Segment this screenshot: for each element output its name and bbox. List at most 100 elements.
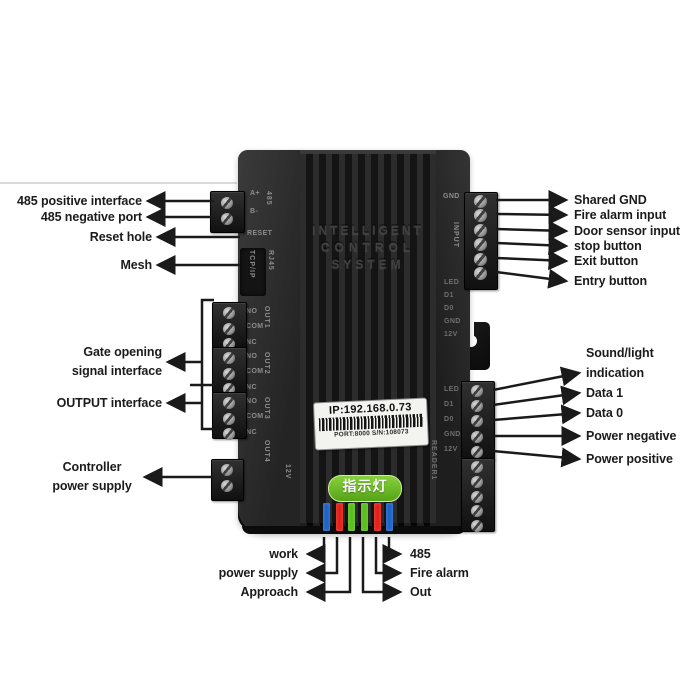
terminal-screw: [471, 430, 483, 443]
terminal-screw: [474, 223, 487, 237]
terminal-out1: [212, 302, 247, 350]
terminal-screw: [474, 238, 487, 252]
port-label-gnd: GND: [443, 193, 460, 200]
device-left-panel: [238, 150, 300, 534]
terminal-screw: [223, 397, 235, 409]
callout-data0: Data 0: [586, 406, 623, 420]
led-bar-fire: [373, 503, 381, 531]
emboss-title: INTELLIGENT CONTROL SYSTEM: [300, 222, 436, 273]
indicator-badge: 指示灯: [328, 475, 402, 502]
background-seam-line: [0, 182, 237, 184]
line-led-power-supply: [305, 537, 339, 583]
port-label-out2: OUT2: [263, 352, 270, 375]
callout-entry-button: Entry button: [574, 274, 648, 288]
port-label-rj45: RJ45: [267, 250, 274, 271]
terminal-screw: [221, 197, 233, 209]
terminal-screw: [471, 400, 483, 413]
reader-pin-12v: 12V: [444, 331, 458, 338]
line-led-485: [382, 537, 403, 564]
callout-power-negative: Power negative: [586, 429, 677, 443]
terminal-power: [211, 459, 244, 501]
line-fire-alarm-input: [495, 204, 569, 225]
callout-reset-hole: Reset hole: [89, 230, 152, 244]
relay-label-no: NO: [246, 353, 258, 360]
keyhole-slot: [468, 322, 474, 337]
callout-stop-button: stop button: [574, 239, 642, 253]
line-power-positive: [492, 447, 582, 468]
terminal-screw: [223, 352, 235, 364]
line-data1: [492, 385, 582, 407]
led-bar-485: [386, 503, 393, 531]
callout-data1: Data 1: [586, 386, 623, 400]
line-entry-button: [495, 268, 569, 289]
port-label-out3: OUT3: [263, 397, 270, 420]
callout-output-interface: OUTPUT interface: [56, 396, 162, 410]
reader-pin-d1: D1: [444, 401, 454, 408]
port-label-tcpip: TCP/IP: [248, 250, 255, 279]
terminal-screw: [474, 267, 487, 280]
port-label-reader1: READER1: [430, 440, 437, 481]
terminal-screw: [221, 464, 233, 476]
terminal-screw: [223, 307, 235, 319]
callout-approach: Approach: [240, 585, 298, 599]
callout-485: 485: [410, 547, 431, 561]
reader-pin-led: LED: [444, 386, 460, 393]
led-bar-out: [361, 503, 368, 531]
led-bar-approach: [348, 503, 355, 531]
terminal-485: [210, 191, 245, 233]
port-label-out1: OUT1: [263, 306, 270, 329]
port-label-485: 485: [265, 191, 272, 206]
terminal-screw: [223, 367, 235, 380]
line-led-fire-alarm: [374, 537, 403, 583]
reader-pin-12v: 12V: [444, 446, 458, 453]
callout-485-positive: 485 positive interface: [17, 194, 142, 208]
callout-mesh: Mesh: [120, 258, 152, 272]
reader-pin-gnd: GND: [444, 318, 461, 325]
port-label-12v: 12V: [284, 464, 291, 480]
line-led-approach: [305, 537, 352, 602]
reader-pin-gnd: GND: [444, 431, 461, 438]
callout-485-negative: 485 negative port: [40, 210, 142, 224]
callout-sound-light: Sound/light: [586, 346, 654, 360]
reader-pin-d0: D0: [444, 305, 454, 312]
terminal-screw: [471, 445, 483, 458]
line-data0: [492, 404, 582, 425]
line-exit-button: [495, 250, 569, 271]
relay-label-com: COM: [246, 323, 264, 330]
port-label-a-plus: A+: [250, 190, 260, 197]
callout-exit-button: Exit button: [574, 254, 639, 268]
relay-label-nc: NC: [246, 339, 257, 346]
terminal-screw: [223, 428, 235, 440]
terminal-screw: [471, 475, 483, 488]
relay-label-no: NO: [246, 398, 258, 405]
terminal-screw: [474, 252, 487, 266]
terminal-screw: [474, 195, 487, 208]
line-led-work: [305, 537, 326, 564]
line-sound-light: [492, 366, 582, 392]
bracket-left: [200, 298, 214, 431]
callout-gate-opening-line1: Gate opening: [83, 345, 162, 359]
terminal-screw: [471, 490, 483, 503]
led-bar-power: [335, 503, 343, 531]
reader-pin-d1: D1: [444, 292, 454, 299]
terminal-screw: [221, 213, 233, 225]
terminal-input: [464, 192, 498, 290]
terminal-screw: [471, 461, 483, 473]
emboss-line-2: CONTROL: [320, 240, 416, 254]
reader-pin-d0: D0: [444, 416, 454, 423]
callout-controller-line1: Controller: [62, 460, 122, 474]
callout-controller-line2: power supply: [52, 479, 132, 493]
callout-out: Out: [410, 585, 432, 599]
relay-label-nc: NC: [246, 429, 257, 436]
relay-label-nc: NC: [246, 384, 257, 391]
terminal-screw: [223, 412, 235, 425]
device-body: INTELLIGENT CONTROL SYSTEM IP:192.168.0.…: [238, 150, 470, 534]
terminal-out3: [212, 392, 247, 440]
callout-door-sensor-input: Door sensor input: [574, 224, 680, 238]
terminal-reader2: [461, 458, 495, 533]
terminal-screw: [223, 322, 235, 335]
callout-gate-opening-line2: signal interface: [71, 364, 162, 378]
port-label-b-minus: B-: [250, 208, 259, 215]
callout-power-supply: power supply: [218, 566, 298, 580]
